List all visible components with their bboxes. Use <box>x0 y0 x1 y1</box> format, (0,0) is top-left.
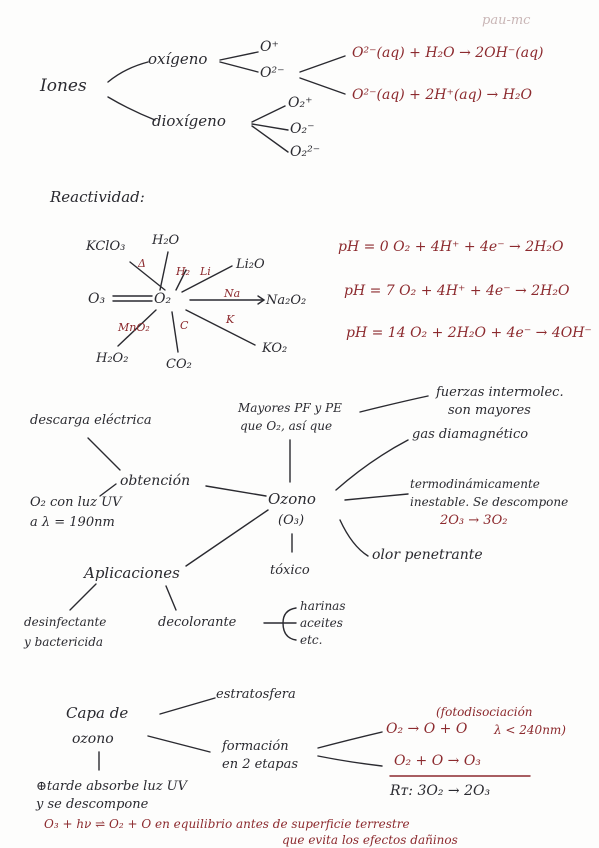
reactividad-title: Reactividad: <box>50 188 145 206</box>
ozono-termo-equation: 2O₃ → 3O₂ <box>440 513 508 528</box>
ion-o-plus: O⁺ <box>260 39 279 55</box>
capa-lambda: λ < 240nm) <box>494 723 566 737</box>
product-li2o: Li₂O <box>236 257 265 272</box>
label-mno2: MnO₂ <box>118 321 150 334</box>
ph0-equation: pH = 0 O₂ + 4H⁺ + 4e⁻ → 2H₂O <box>338 239 564 255</box>
product-na2o2: Na₂O₂ <box>266 293 307 308</box>
ozono-olor: olor penetrante <box>372 547 483 563</box>
ozono-fuerzas-1: fuerzas intermolec. <box>436 385 564 400</box>
obtencion-uv-1: O₂ con luz UV <box>30 495 122 510</box>
aplicacion-desinfectante-2: y bactericida <box>24 635 104 649</box>
capa-title-2: ozono <box>72 731 114 747</box>
capa-estratosfera: estratosfera <box>216 687 296 702</box>
ion-o-2minus: O²⁻ <box>260 65 285 81</box>
aplicacion-desinfectante-1: desinfectante <box>24 615 107 629</box>
ozono-diamagnetico: gas diamagnético <box>412 427 529 442</box>
aplicacion-decolorante: decolorante <box>158 615 237 630</box>
capa-eq-final: O₃ + hν ⇌ O₂ + O en equilibrio antes de … <box>44 817 410 831</box>
label-delta: Δ <box>138 257 146 270</box>
ion-equation-1: O²⁻(aq) + H₂O → 2OH⁻(aq) <box>352 45 544 61</box>
label-na: Na <box>224 287 241 300</box>
capa-eq-final-2: que evita los efectos dañinos <box>282 833 458 847</box>
obtencion-descarga: descarga eléctrica <box>30 413 152 428</box>
product-ko2: KO₂ <box>262 341 288 356</box>
decolorante-harinas: harinas <box>300 599 346 613</box>
capa-title-1: Capa de <box>66 704 129 722</box>
capa-eq-b: O₂ + O → O₃ <box>394 753 481 769</box>
iones-root: Iones <box>40 76 87 96</box>
label-li: Li <box>200 265 211 278</box>
obtencion-uv-2: a λ = 190nm <box>30 515 115 530</box>
capa-fotodisociacion: (fotodisociación <box>436 705 533 719</box>
label-h2: H₂ <box>176 265 191 278</box>
center-o2: O₂ <box>154 291 172 307</box>
ion-o2-2minus: O₂²⁻ <box>290 144 321 160</box>
ph14-equation: pH = 14 O₂ + 2H₂O + 4e⁻ → 4OH⁻ <box>346 325 592 341</box>
label-c: C <box>180 319 189 332</box>
decolorante-aceites: aceites <box>300 616 343 630</box>
product-co2: CO₂ <box>166 357 192 372</box>
ozono-termo-1: termodinámicamente <box>410 477 540 491</box>
capa-formacion-1: formación <box>222 739 289 754</box>
ozono-toxico: tóxico <box>270 563 310 578</box>
capa-formacion-2: en 2 etapas <box>222 757 299 772</box>
iones-oxigeno: oxígeno <box>148 50 208 68</box>
ozono-termo-2: inestable. Se descompone <box>410 495 569 509</box>
reactant-h2o2: H₂O₂ <box>96 351 129 366</box>
ozono-obtencion: obtención <box>120 473 191 489</box>
reactant-kclo3: KClO₃ <box>86 239 126 254</box>
ion-equation-2: O²⁻(aq) + 2H⁺(aq) → H₂O <box>352 87 533 103</box>
label-k: K <box>226 313 235 326</box>
decolorante-etc: etc. <box>300 633 323 647</box>
iones-dioxigeno: dioxígeno <box>152 112 226 130</box>
capa-tarde-1: ⊕tarde absorbe luz UV <box>36 779 188 794</box>
product-h2o-top: H₂O <box>152 233 180 248</box>
ph7-equation: pH = 7 O₂ + 4H⁺ + 4e⁻ → 2H₂O <box>344 283 570 299</box>
header-mark: pau-mc <box>482 13 531 28</box>
reactant-o3: O₃ <box>88 291 106 307</box>
capa-rt: Rᴛ: 3O₂ → 2O₃ <box>390 783 491 799</box>
ozono-aplicaciones: Aplicaciones <box>84 564 180 582</box>
ozono-center: Ozono <box>268 490 316 508</box>
ion-o2-plus: O₂⁺ <box>288 95 313 111</box>
capa-eq-a: O₂ → O + O <box>386 721 468 737</box>
capa-tarde-2: y se descompone <box>36 797 149 812</box>
ozono-mayores-1: Mayores PF y PE <box>238 401 342 415</box>
ozono-fuerzas-2: son mayores <box>448 403 531 418</box>
ozono-formula: (O₃) <box>278 513 305 528</box>
ion-o2-minus: O₂⁻ <box>290 121 315 137</box>
ozono-mayores-2: que O₂, así que <box>240 419 333 433</box>
